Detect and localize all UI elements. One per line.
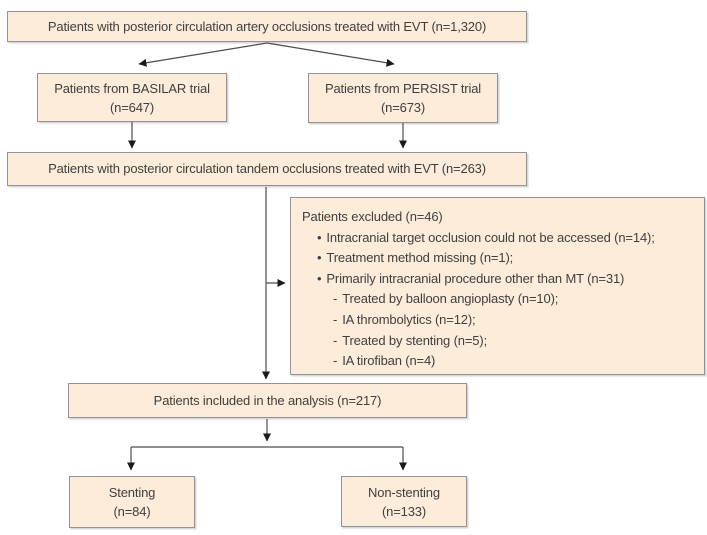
non-stenting-count: (n=133) bbox=[381, 503, 427, 519]
excluded-subitem-text: Treated by balloon angioplasty (n=10); bbox=[342, 291, 559, 307]
included-label: Patients included in the analysis (n=217… bbox=[153, 392, 382, 408]
excluded-title: Patients excluded (n=46) bbox=[302, 209, 443, 224]
excluded-subitem-text: IA tirofiban (n=4) bbox=[342, 353, 436, 369]
dash-marker: - bbox=[333, 291, 338, 307]
dash-marker: - bbox=[333, 332, 338, 348]
persist-trial-label: Patients from PERSIST trial bbox=[324, 81, 482, 96]
tandem-occlusions-label: Patients with posterior circulation tand… bbox=[48, 161, 486, 176]
excluded-subitem: - IA tirofiban (n=4) bbox=[302, 351, 694, 372]
box-total-evt-label: Patients with posterior circulation arte… bbox=[47, 18, 487, 34]
box-basilar-trial: Patients from BASILAR trial (n=647) bbox=[37, 73, 227, 122]
stenting-label: Stenting bbox=[108, 485, 156, 500]
basilar-trial-label: Patients from BASILAR trial bbox=[54, 80, 210, 96]
excluded-item-text: Treatment method missing (n=1); bbox=[326, 250, 514, 266]
box-non-stenting-group: Non-stenting (n=133) bbox=[341, 476, 467, 527]
box-persist-trial: Patients from PERSIST trial (n=673) bbox=[308, 73, 498, 123]
excluded-item: • Primarily intracranial procedure other… bbox=[302, 269, 694, 290]
dash-marker: - bbox=[333, 353, 338, 369]
excluded-item-text: Intracranial target occlusion could not … bbox=[326, 229, 655, 245]
excluded-subitem-text: Treated by stenting (n=5); bbox=[342, 332, 488, 348]
basilar-trial-count: (n=647) bbox=[109, 99, 155, 115]
box-included-in-analysis: Patients included in the analysis (n=217… bbox=[68, 383, 467, 418]
excluded-subitem: - IA thrombolytics (n=12); bbox=[302, 310, 694, 331]
persist-trial-count: (n=673) bbox=[380, 100, 426, 115]
box-stenting-group: Stenting (n=84) bbox=[69, 476, 195, 528]
excluded-subitem-text: IA thrombolytics (n=12); bbox=[342, 311, 476, 327]
non-stenting-label: Non-stenting bbox=[368, 484, 440, 500]
stenting-count: (n=84) bbox=[113, 504, 151, 519]
box-tandem-occlusions: Patients with posterior circulation tand… bbox=[7, 152, 527, 186]
bullet-marker: • bbox=[317, 270, 322, 286]
dash-marker: - bbox=[333, 311, 338, 327]
arrow-top-to-basilar bbox=[138, 42, 268, 67]
excluded-item: • Treatment method missing (n=1); bbox=[302, 248, 694, 269]
arrow-top-to-persist bbox=[266, 42, 395, 67]
excluded-subitem: - Treated by stenting (n=5); bbox=[302, 331, 694, 352]
excluded-item-text: Primarily intracranial procedure other t… bbox=[326, 270, 625, 286]
excluded-subitem: - Treated by balloon angioplasty (n=10); bbox=[302, 289, 694, 310]
box-patients-excluded: Patients excluded (n=46) • Intracranial … bbox=[290, 197, 705, 375]
bullet-marker: • bbox=[317, 229, 322, 245]
excluded-item: • Intracranial target occlusion could no… bbox=[302, 228, 694, 249]
bullet-marker: • bbox=[317, 250, 322, 266]
box-total-evt-patients: Patients with posterior circulation arte… bbox=[7, 11, 527, 42]
